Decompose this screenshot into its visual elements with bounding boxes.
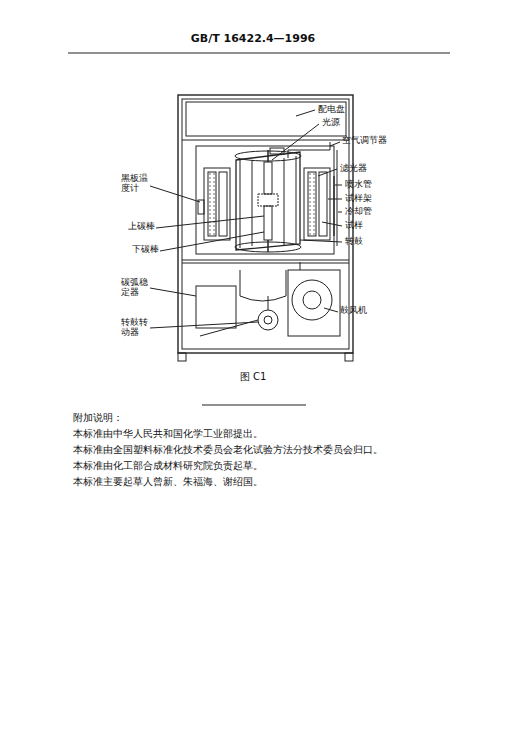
part-label: 空气调节器 xyxy=(342,136,387,146)
part-label: 鼓风机 xyxy=(340,306,367,316)
part-label: 下碳棒 xyxy=(132,245,159,255)
note-line: 本标准由全国塑料标准化技术委员会老化试验方法分技术委员会归口。 xyxy=(73,444,383,456)
part-label: 试样 xyxy=(345,221,363,231)
note-line: 本标准主要起草人曾新、朱福海、谢绍国。 xyxy=(73,476,263,488)
part-label: 冷却管 xyxy=(345,207,372,217)
part-label: 转鼓转动器 xyxy=(121,318,149,338)
part-label: 滤光器 xyxy=(340,164,367,174)
part-label: 喷水管 xyxy=(345,180,372,190)
part-label: 黑板温度计 xyxy=(121,174,149,194)
figure-caption: 图 C1 xyxy=(240,371,267,383)
note-line: 本标准由中华人民共和国化学工业部提出。 xyxy=(73,428,263,440)
part-label: 配电盘 xyxy=(318,105,345,115)
part-label: 碳弧稳定器 xyxy=(121,278,149,298)
note-line: 附加说明： xyxy=(73,412,123,424)
standard-number: GB/T 16422.4—1996 xyxy=(191,33,315,46)
part-label: 光源 xyxy=(322,118,340,128)
part-label: 上碳棒 xyxy=(128,222,155,232)
part-label: 试样架 xyxy=(345,194,372,204)
part-label: 转鼓 xyxy=(345,237,363,247)
note-line: 本标准由化工部合成材料研究院负责起草。 xyxy=(73,460,263,472)
